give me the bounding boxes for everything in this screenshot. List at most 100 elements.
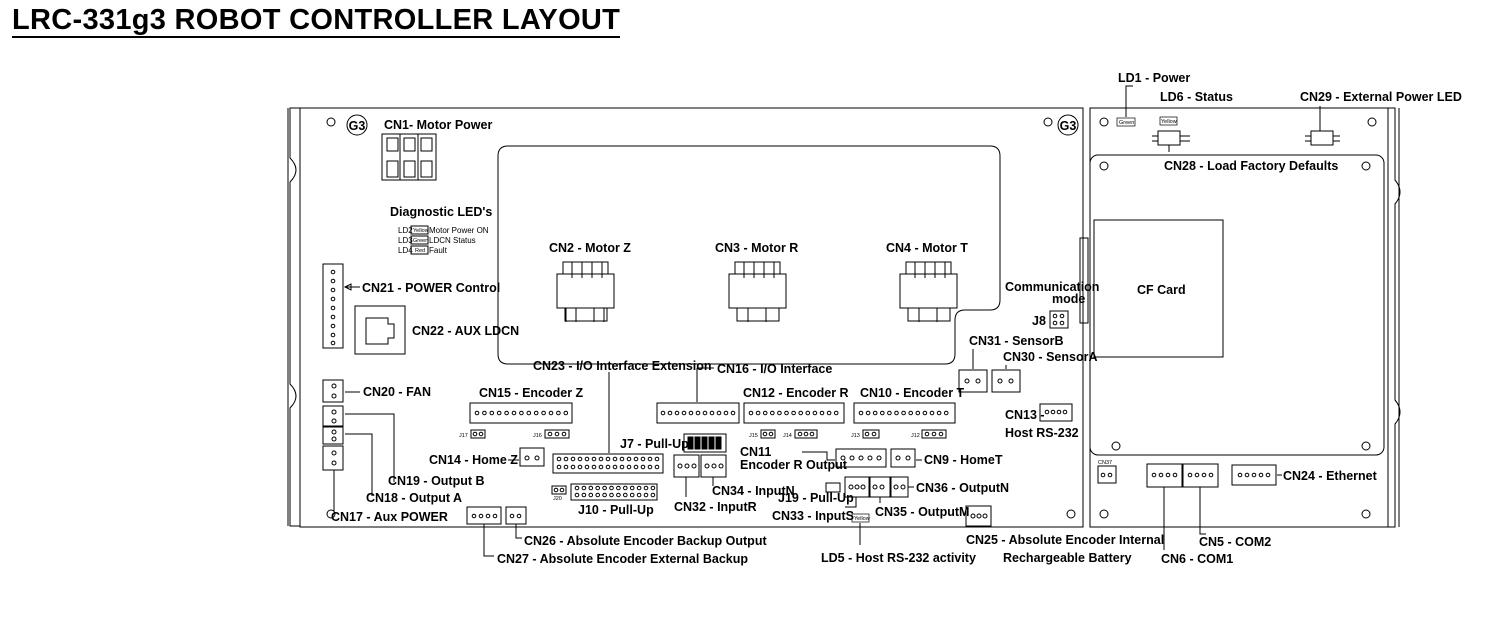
- label-cn19: CN19 - Output B: [388, 474, 485, 488]
- label-cn13-desc: Host RS-232: [1005, 426, 1079, 440]
- cn10-connector[interactable]: [853, 402, 956, 424]
- label-j12: J12: [911, 433, 920, 439]
- cn22-connector[interactable]: [354, 305, 406, 355]
- label-cn36: CN36 - OutputN: [916, 481, 1009, 495]
- connector-pin: [612, 456, 618, 462]
- cn15-connector[interactable]: [469, 402, 573, 424]
- connector-pin: [609, 485, 614, 491]
- j8-jumper[interactable]: [1049, 310, 1069, 329]
- connector-pin: [640, 456, 646, 462]
- connector-pin: [636, 492, 642, 498]
- connector-pin: [602, 492, 607, 498]
- connector-pin: [805, 410, 811, 416]
- j19-jumper[interactable]: [825, 482, 841, 493]
- cn16-connector[interactable]: [656, 402, 740, 424]
- label-ld6: LD6 - Status: [1160, 90, 1233, 104]
- cn29-connector[interactable]: [1305, 106, 1340, 146]
- connector-pin: [650, 492, 656, 498]
- svg-text:LDCN Status: LDCN Status: [429, 236, 476, 245]
- cn31-connector[interactable]: [958, 369, 988, 393]
- connector-pin: [640, 464, 646, 470]
- cn36-connector[interactable]: [890, 476, 909, 498]
- connector-pin: [908, 410, 914, 416]
- label-j8: J8: [1032, 314, 1046, 328]
- cn5-connector[interactable]: [1182, 463, 1219, 488]
- cn9-connector[interactable]: [890, 448, 916, 468]
- cn1-connector[interactable]: [381, 133, 437, 181]
- label-cn29: CN29 - External Power LED: [1300, 90, 1462, 104]
- connector-pin: [636, 485, 642, 491]
- cn17-connector[interactable]: [322, 445, 344, 471]
- connector-pin: [570, 464, 576, 470]
- j7-jumper[interactable]: [683, 433, 727, 453]
- cn12-connector[interactable]: [743, 402, 845, 424]
- jumper-j20[interactable]: [551, 485, 567, 495]
- svg-text:LD2: LD2: [398, 226, 413, 235]
- label-cf-card: CF Card: [1137, 283, 1186, 297]
- connector-pin: [770, 410, 775, 416]
- cn3-connector[interactable]: [728, 261, 787, 322]
- j10-jumper[interactable]: [570, 483, 658, 501]
- connector-pin: [819, 410, 825, 416]
- cn32-connector[interactable]: [673, 454, 700, 478]
- jumper-j17[interactable]: [470, 429, 486, 439]
- connector-pin: [556, 456, 562, 462]
- connector-pin: [858, 410, 864, 416]
- label-ld1: LD1 - Power: [1118, 71, 1190, 85]
- cn34-connector[interactable]: [700, 454, 727, 478]
- connector-pin: [901, 410, 906, 416]
- cn37-connector[interactable]: [1097, 465, 1117, 484]
- connector-pin: [581, 492, 587, 498]
- connector-pin: [922, 410, 928, 416]
- cn28-button[interactable]: [1152, 130, 1190, 152]
- connector-pin: [791, 410, 796, 416]
- connector-pin: [688, 410, 694, 416]
- cn4-connector[interactable]: [899, 261, 958, 322]
- cn24-connector[interactable]: [1231, 464, 1277, 486]
- svg-text:Red: Red: [415, 248, 425, 254]
- connector-pin: [826, 410, 832, 416]
- connector-pin: [654, 456, 660, 462]
- label-cn1: CN1- Motor Power: [384, 118, 492, 132]
- label-cn12: CN12 - Encoder R: [743, 386, 849, 400]
- cf-card-slot[interactable]: [1093, 219, 1224, 358]
- ld1-color-mark: Green: [1119, 120, 1134, 126]
- cn27-connector[interactable]: [466, 506, 502, 525]
- cn33-connector[interactable]: [844, 476, 870, 498]
- connector-pin: [533, 410, 539, 416]
- connector-pin: [581, 485, 587, 491]
- cn23-connector[interactable]: [552, 453, 664, 474]
- cn13-connector[interactable]: [1039, 403, 1073, 422]
- connector-pin: [489, 410, 495, 416]
- jumper-j14[interactable]: [794, 429, 818, 439]
- connector-pin: [595, 485, 601, 491]
- label-cn34: CN34 - InputN: [712, 484, 795, 498]
- jumper-j12[interactable]: [921, 429, 947, 439]
- jumper-j13[interactable]: [862, 429, 880, 439]
- cn6-connector[interactable]: [1146, 463, 1183, 488]
- connector-pin: [880, 410, 885, 416]
- diagnostic-heading: Diagnostic LED's: [390, 205, 492, 219]
- label-cn25: CN25 - Absolute Encoder Internal: [966, 533, 1164, 547]
- cn20-connector[interactable]: [322, 379, 344, 403]
- ld6-color-mark: Yellow: [1161, 119, 1177, 125]
- connector-pin: [716, 410, 722, 416]
- cn2-connector[interactable]: [556, 261, 615, 322]
- label-cn17: CN17 - Aux POWER: [331, 510, 448, 524]
- connector-pin: [556, 410, 561, 416]
- cn14-connector[interactable]: [519, 447, 545, 467]
- jumper-j15[interactable]: [760, 429, 776, 439]
- cn30-connector[interactable]: [991, 369, 1021, 393]
- cn18-connector[interactable]: [322, 426, 344, 445]
- label-j7: J7 - Pull-Up: [620, 437, 689, 451]
- jumper-j16[interactable]: [544, 429, 570, 439]
- connector-pin: [681, 410, 687, 416]
- cn21-connector[interactable]: [322, 263, 344, 349]
- cn25-connector[interactable]: [965, 505, 992, 527]
- cn35-connector[interactable]: [869, 476, 891, 498]
- cn26-connector[interactable]: [505, 506, 527, 525]
- cn11-connector[interactable]: [835, 448, 887, 468]
- label-cn25-desc: Rechargeable Battery: [1003, 551, 1132, 565]
- cn19-connector[interactable]: [322, 405, 344, 427]
- connector-pin: [474, 410, 480, 416]
